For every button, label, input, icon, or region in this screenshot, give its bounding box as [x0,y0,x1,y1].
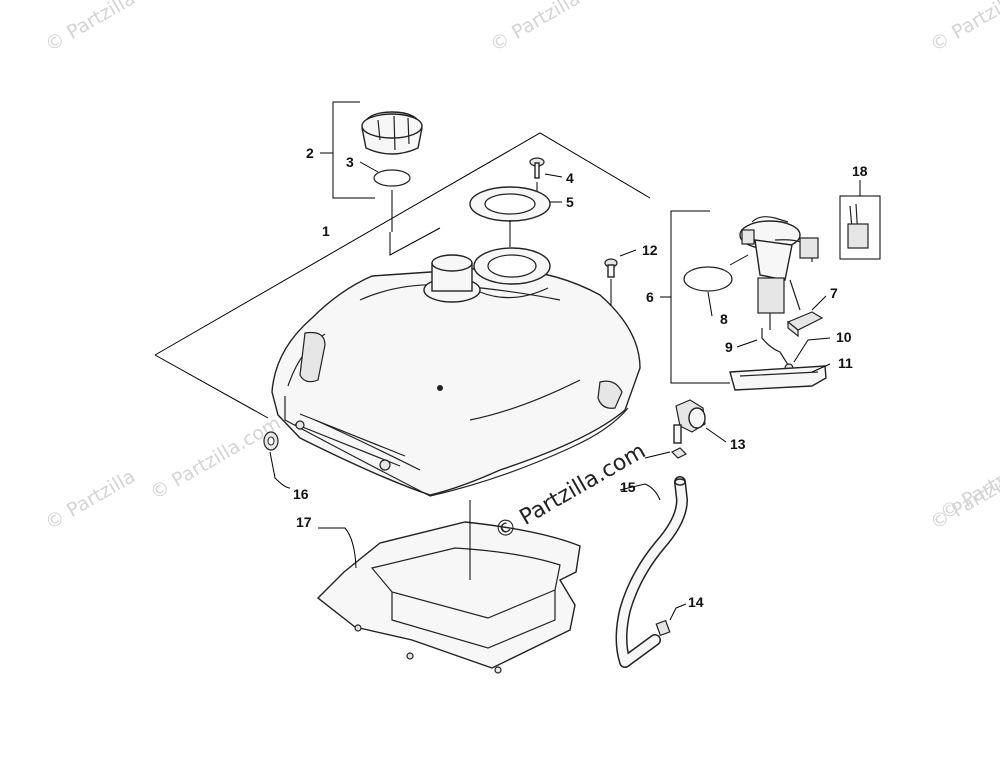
leader-line [707,291,713,317]
callout-17: 17 [296,514,312,530]
leader-line [669,603,687,621]
leader-line [807,337,831,341]
watermark-text: © Partzilla.com [147,412,285,504]
callout-1: 1 [322,223,330,239]
fuel-line-clip [670,447,688,459]
fuel-tank-assembly-outline [154,354,269,419]
fuel-pump-bracket [670,210,730,384]
pump-o-ring [683,266,733,292]
fuel-tank [271,247,641,497]
fuel-cap [361,111,423,155]
callout-13: 13 [730,436,746,452]
callout-18: 18 [852,163,868,179]
watermark-text: © Partzilla [487,0,585,56]
fuel-filter-sock [786,311,824,338]
fuel-hose [615,476,688,668]
vent-valve [604,258,618,278]
callout-8: 8 [720,311,728,327]
leader-line [736,339,758,348]
callout-4: 4 [566,170,574,186]
callout-6: 6 [646,289,654,305]
bolt [529,157,545,179]
leader-line [619,249,637,257]
leader-line [729,254,749,266]
callout-12: 12 [642,242,658,258]
leader-line [644,451,671,459]
pump-hose [761,328,791,369]
wire-harness-connector [839,195,881,260]
leader-line [705,427,727,443]
watermark-text: © Partzilla [42,465,140,534]
fuel-tank-assembly-outline [154,132,651,356]
callout-14: 14 [688,594,704,610]
leader-line [269,451,291,489]
hose-clamp-lower [655,619,671,637]
callout-3: 3 [346,154,354,170]
leader-line [811,295,827,311]
callout-11: 11 [838,355,853,371]
fuel-tank-assembly-outline [389,227,441,256]
leader-line [318,527,357,569]
watermark-text: © Partzilla [42,0,140,56]
pump-flange-ring [469,186,551,222]
callout-2: 2 [306,145,314,161]
leader-line [619,483,661,501]
fuel-tank-skid-plate [316,521,581,674]
watermark-text: © Partzilla [927,0,1000,56]
leader-line [811,363,831,373]
cap-assembly-bracket [332,101,375,199]
leader-line [793,339,809,363]
cap-o-ring [373,169,411,187]
fuel-strainer [729,365,827,391]
fuel-outlet-fitting [673,399,706,444]
callout-10: 10 [836,329,852,345]
callout-5: 5 [566,194,574,210]
callout-7: 7 [830,285,838,301]
callout-16: 16 [293,486,309,502]
leader-line [359,161,379,173]
callout-15: 15 [620,479,636,495]
fuel-pump-assembly [739,216,819,330]
callout-9: 9 [725,339,733,355]
grommet [263,431,279,451]
leader-line [544,173,563,178]
